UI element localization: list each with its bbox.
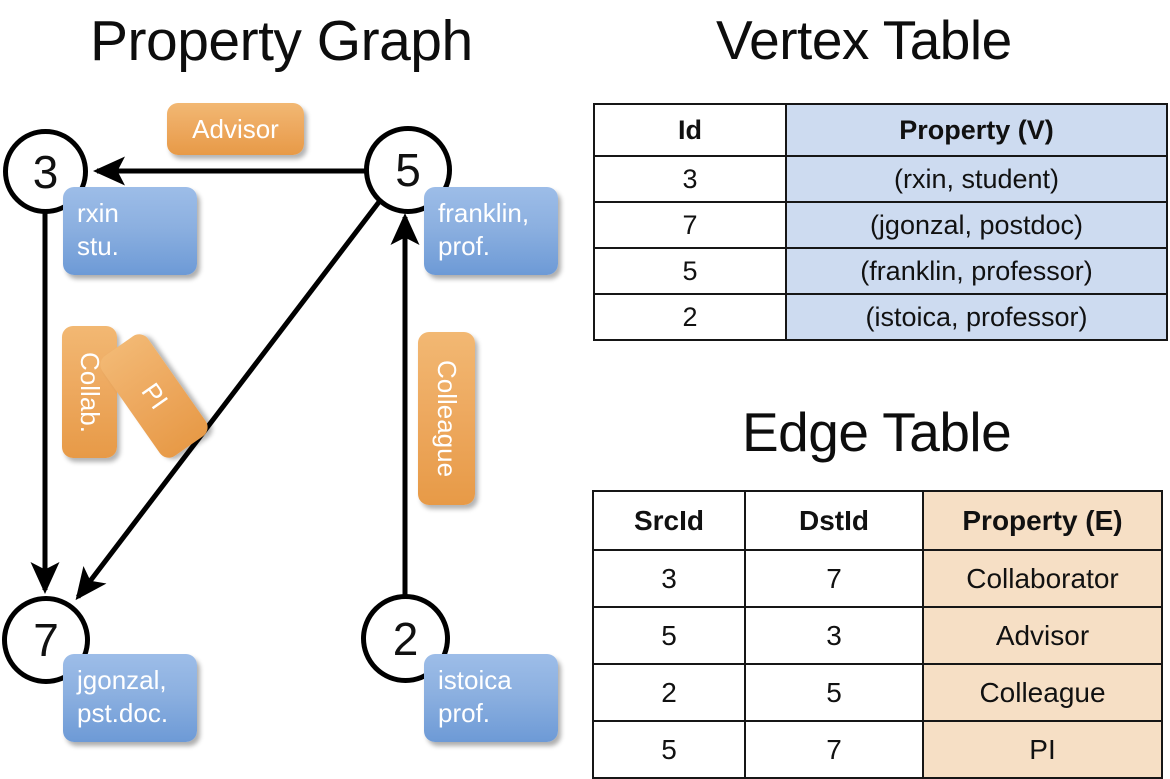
vertex-row-0-id: 3 bbox=[593, 155, 787, 203]
vertex-row-2-id: 5 bbox=[593, 247, 787, 295]
vertex-table: Id Property (V) 3 (rxin, student) 7 (jgo… bbox=[593, 103, 1168, 341]
edge-row-1-dst: 3 bbox=[744, 606, 924, 665]
vertex-row-1-id: 7 bbox=[593, 201, 787, 249]
edge-row-3-dst: 7 bbox=[744, 720, 924, 779]
edge-label-advisor[interactable]: Advisor bbox=[167, 103, 304, 155]
edge-label-advisor-text: Advisor bbox=[192, 113, 279, 144]
page-title-vertex-table: Vertex Table bbox=[716, 9, 1012, 71]
table-row: 5 (franklin, professor) bbox=[593, 247, 1168, 295]
edge-row-3-src: 5 bbox=[592, 720, 746, 779]
graph-node-5[interactable]: 5 bbox=[364, 126, 452, 214]
vertex-row-2-property: (franklin, professor) bbox=[785, 247, 1168, 295]
edge-table-header-row: SrcId DstId Property (E) bbox=[592, 490, 1163, 551]
vertex-property-box-5[interactable]: franklin, prof. bbox=[424, 187, 558, 275]
vertex-table-header-row: Id Property (V) bbox=[593, 103, 1168, 157]
vertex-property-box-3[interactable]: rxin stu. bbox=[63, 187, 197, 275]
vertex-table-header-id: Id bbox=[593, 103, 787, 157]
edge-row-0-src: 3 bbox=[592, 549, 746, 608]
edge-label-pi-text: PI bbox=[135, 377, 174, 415]
vertex-property-box-2-line1: istoica bbox=[438, 665, 512, 695]
table-row: 3 (rxin, student) bbox=[593, 155, 1168, 203]
vertex-property-box-2-line2: prof. bbox=[438, 698, 491, 729]
graph-node-2[interactable]: 2 bbox=[361, 594, 450, 683]
edge-table-header-property: Property (E) bbox=[922, 490, 1163, 551]
table-row: 7 (jgonzal, postdoc) bbox=[593, 201, 1168, 249]
vertex-property-box-7-line2: pst.doc. bbox=[77, 698, 169, 729]
page-title-edge-table: Edge Table bbox=[742, 401, 1012, 463]
table-row: 5 7 PI bbox=[592, 720, 1163, 779]
edge-row-0-dst: 7 bbox=[744, 549, 924, 608]
vertex-property-box-3-line1: rxin bbox=[77, 198, 119, 228]
edge-table-header-srcid: SrcId bbox=[592, 490, 746, 551]
vertex-row-3-id: 2 bbox=[593, 293, 787, 341]
graph-node-5-label: 5 bbox=[395, 144, 421, 196]
table-row: 2 (istoica, professor) bbox=[593, 293, 1168, 341]
edge-row-0-property: Collaborator bbox=[922, 549, 1163, 608]
edge-row-1-property: Advisor bbox=[922, 606, 1163, 665]
edge-arrow-5-to-7 bbox=[75, 196, 384, 601]
vertex-property-box-7-line1: jgonzal, bbox=[77, 665, 167, 695]
vertex-property-box-3-line2: stu. bbox=[77, 231, 119, 262]
table-row: 5 3 Advisor bbox=[592, 606, 1163, 665]
vertex-row-0-property: (rxin, student) bbox=[785, 155, 1168, 203]
vertex-property-box-5-line2: prof. bbox=[438, 231, 491, 262]
table-row: 2 5 Colleague bbox=[592, 663, 1163, 722]
edge-table-header-dstid: DstId bbox=[744, 490, 924, 551]
edge-label-colleague[interactable]: Colleague bbox=[418, 332, 475, 505]
graph-node-7-label: 7 bbox=[33, 614, 59, 666]
edge-row-2-property: Colleague bbox=[922, 663, 1163, 722]
graph-node-3-label: 3 bbox=[32, 145, 59, 198]
edge-table: SrcId DstId Property (E) 3 7 Collaborato… bbox=[592, 490, 1163, 779]
edge-row-1-src: 5 bbox=[592, 606, 746, 665]
vertex-property-box-7[interactable]: jgonzal, pst.doc. bbox=[63, 654, 197, 742]
vertex-row-3-property: (istoica, professor) bbox=[785, 293, 1168, 341]
edge-label-collab[interactable]: Collab. bbox=[62, 326, 117, 458]
edge-row-3-property: PI bbox=[922, 720, 1163, 779]
vertex-row-1-property: (jgonzal, postdoc) bbox=[785, 201, 1168, 249]
graph-edge-arrows bbox=[30, 156, 420, 601]
vertex-table-header-property: Property (V) bbox=[785, 103, 1168, 157]
graph-node-2-label: 2 bbox=[392, 612, 419, 665]
table-row: 3 7 Collaborator bbox=[592, 549, 1163, 608]
vertex-property-box-2[interactable]: istoica prof. bbox=[424, 654, 558, 742]
vertex-property-box-5-line1: franklin, bbox=[438, 198, 530, 228]
edge-row-2-dst: 5 bbox=[744, 663, 924, 722]
slide-canvas: Property Graph Vertex Table Edge Table 3… bbox=[2, 9, 1168, 779]
page-title-property-graph: Property Graph bbox=[90, 9, 473, 73]
edge-row-2-src: 2 bbox=[592, 663, 746, 722]
edge-label-colleague-text: Colleague bbox=[432, 359, 462, 478]
